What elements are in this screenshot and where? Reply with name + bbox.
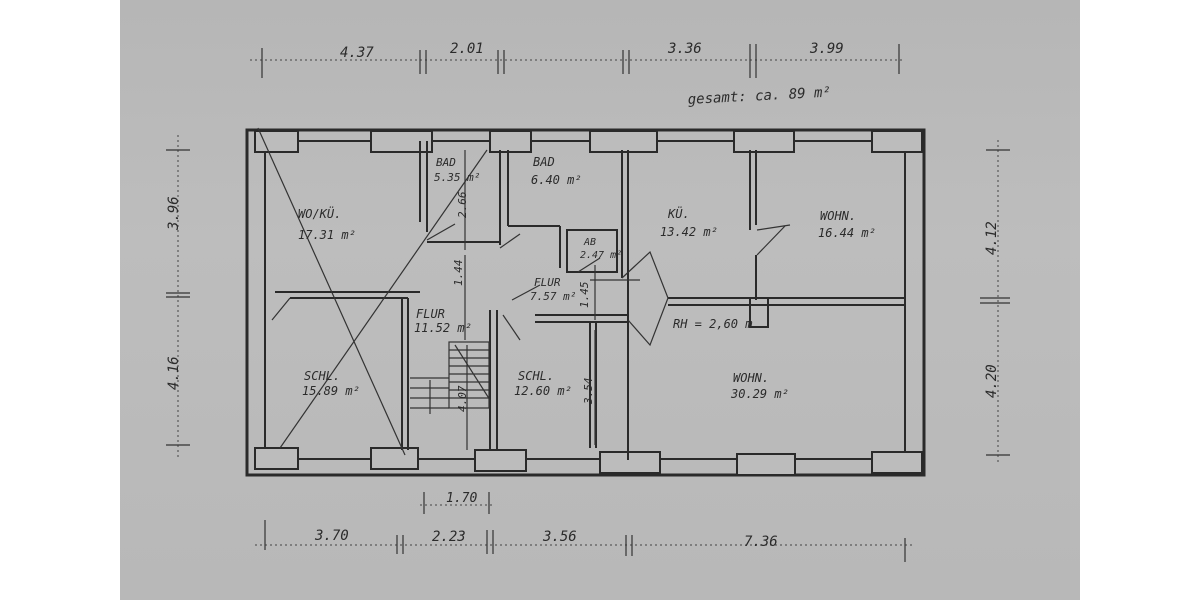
room-area: 13.42 m² (660, 225, 718, 239)
room-area: 6.40 m² (531, 173, 582, 187)
room-flur-2: FLUR 11.52 m² (414, 307, 472, 335)
room-schl-1: SCHL. 15.89 m² (302, 369, 360, 398)
room-height-note: RH = 2,60 m (673, 317, 752, 331)
room-name: SCHL. (518, 369, 554, 383)
right-dimension-line (980, 140, 1010, 465)
inner-dim-1: 2.66 (456, 191, 469, 218)
room-schl-2: SCHL. 12.60 m² (514, 369, 572, 398)
room-name: BAD (436, 156, 456, 169)
inner-dimension-lines (464, 150, 596, 450)
total-area-note: gesamt: ca. 89 m² (687, 85, 831, 108)
room-ab: AB 2.47 m² (580, 237, 622, 261)
exterior-walls (245, 128, 926, 477)
bottom-dimension-line (255, 520, 912, 562)
room-area: 17.31 m² (298, 228, 356, 242)
room-area: 11.52 m² (414, 321, 472, 335)
dim-right-1: 4.12 (984, 221, 1000, 255)
inner-dim-5: 3.54 (582, 378, 595, 406)
interior-walls (275, 141, 905, 460)
inner-dim-3: 4.07 (456, 385, 469, 412)
room-bad-2: BAD 6.40 m² (531, 155, 582, 187)
dim-bottom-4: 7.36 (744, 534, 778, 550)
room-kue: KÜ. 13.42 m² (660, 205, 718, 239)
dim-top-4: 3.99 (809, 41, 844, 57)
room-name: KÜ. (667, 205, 690, 221)
inner-dim-4: 1.45 (578, 282, 591, 309)
staircase (410, 341, 491, 414)
room-wo-kue: WO/KÜ. 17.31 m² (298, 205, 356, 242)
room-area: 12.60 m² (514, 384, 572, 398)
room-area: 30.29 m² (730, 387, 789, 401)
left-dimension-line (166, 135, 190, 460)
room-area: 5.35 m² (434, 171, 480, 184)
room-area: 15.89 m² (302, 384, 360, 398)
wall-piers (254, 130, 923, 476)
top-dimension-line (250, 44, 905, 78)
room-area: 2.47 m² (580, 250, 622, 261)
room-wohn-1: WOHN. 16.44 m² (818, 209, 876, 240)
dim-inner: 1.70 (446, 491, 477, 506)
bottom-inner-dimension-line (420, 492, 493, 514)
door-swings (271, 223, 791, 347)
dim-bottom-3: 3.56 (542, 529, 577, 545)
room-bad-1: BAD 5.35 m² (434, 156, 480, 184)
room-name: AB (583, 237, 596, 248)
dim-left-1: 3.96 (166, 196, 182, 231)
room-name: WOHN. (733, 371, 769, 385)
room-name: FLUR (416, 307, 445, 321)
room-name: FLUR (534, 276, 561, 289)
room-wohn-2: WOHN. 30.29 m² (730, 371, 789, 401)
room-area: 16.44 m² (818, 226, 876, 240)
dim-top-2: 2.01 (450, 41, 484, 57)
dim-left-2: 4.16 (166, 356, 182, 390)
cross-out-lines (257, 127, 488, 456)
inner-dim-2: 1.44 (452, 260, 465, 287)
dim-bottom-2: 2.23 (432, 529, 466, 545)
room-name: SCHL. (304, 369, 340, 383)
room-flur-1: FLUR 7.57 m² (530, 276, 576, 303)
floor-plan-photo (120, 0, 1080, 600)
dim-right-2: 4.20 (984, 364, 1000, 398)
room-name: WO/KÜ. (298, 205, 341, 221)
room-area: 7.57 m² (530, 290, 576, 303)
room-name: BAD (533, 155, 555, 169)
dim-top-3: 3.36 (667, 41, 702, 57)
dim-top-1: 4.37 (340, 45, 374, 61)
room-name: WOHN. (820, 209, 856, 223)
dim-bottom-1: 3.70 (314, 528, 349, 544)
